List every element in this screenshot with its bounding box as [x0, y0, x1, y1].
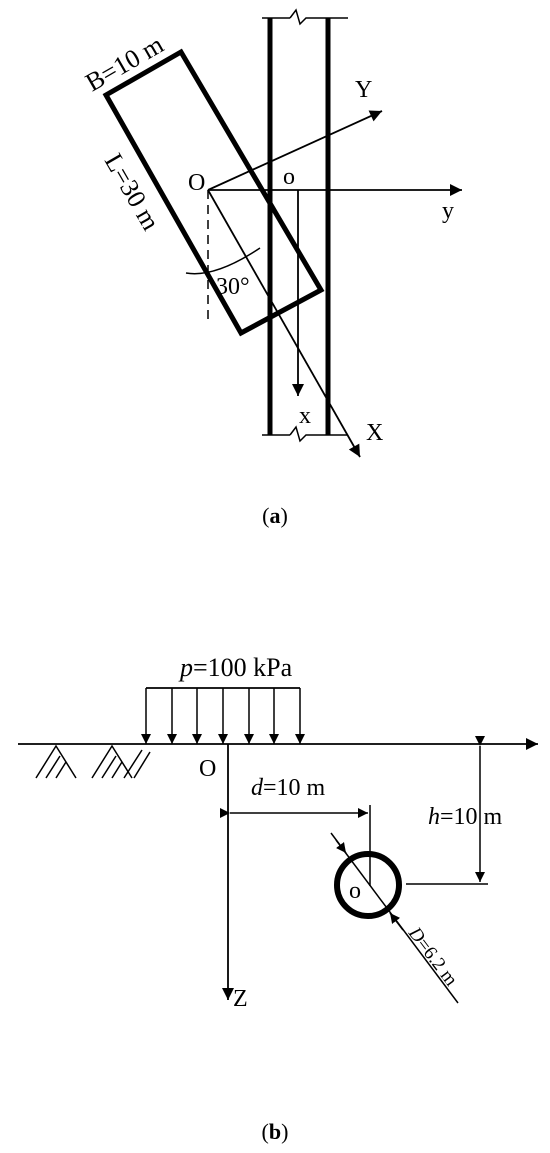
- depth-label: h=10 m: [428, 804, 503, 830]
- axis-X-line: [207, 189, 361, 458]
- load-label-value: =100 kPa: [193, 653, 293, 682]
- axis-Z-label: Z: [233, 986, 248, 1012]
- ground-hatching: [35, 744, 151, 779]
- origin-label: O: [199, 756, 216, 782]
- caption-a: (a): [262, 503, 288, 528]
- angle-label: 30°: [216, 274, 250, 300]
- load-label: p=100 kPa: [178, 653, 293, 682]
- caption-b-letter: b: [269, 1119, 281, 1144]
- origin-global-label: O: [188, 170, 205, 196]
- axis-Y-line: [207, 110, 383, 191]
- axis-Y-label: Y: [355, 77, 372, 103]
- panel-a: B=10 m L=30 m O o Y y X x 30° (a): [81, 8, 462, 528]
- length-label: L=30 m: [99, 149, 166, 236]
- panel-b: p=100 kPa O d=10 m h=10 m o D=6.2 m Z (b…: [18, 653, 538, 1144]
- distance-dimension: [220, 805, 371, 886]
- tunnel-center-label: o: [349, 878, 361, 904]
- distributed-load: [141, 687, 305, 744]
- diameter-arrow-upper: [330, 832, 347, 854]
- angle-arc: [185, 247, 261, 275]
- caption-a-letter: a: [270, 503, 281, 528]
- diameter-label: D=6.2 m: [403, 923, 461, 991]
- axis-y-label: y: [442, 198, 454, 224]
- tunnel-circle: [334, 851, 402, 919]
- origin-local-label: o: [283, 164, 295, 190]
- tunnel-walls: [262, 8, 348, 443]
- diameter-arrow-lower: [389, 912, 404, 931]
- axis-X-label: X: [366, 420, 383, 446]
- axis-x-label: x: [299, 403, 311, 429]
- depth-dimension: [406, 736, 488, 885]
- caption-b: (b): [262, 1119, 289, 1144]
- foundation-rectangle: [102, 48, 325, 337]
- distance-label: d=10 m: [251, 775, 326, 801]
